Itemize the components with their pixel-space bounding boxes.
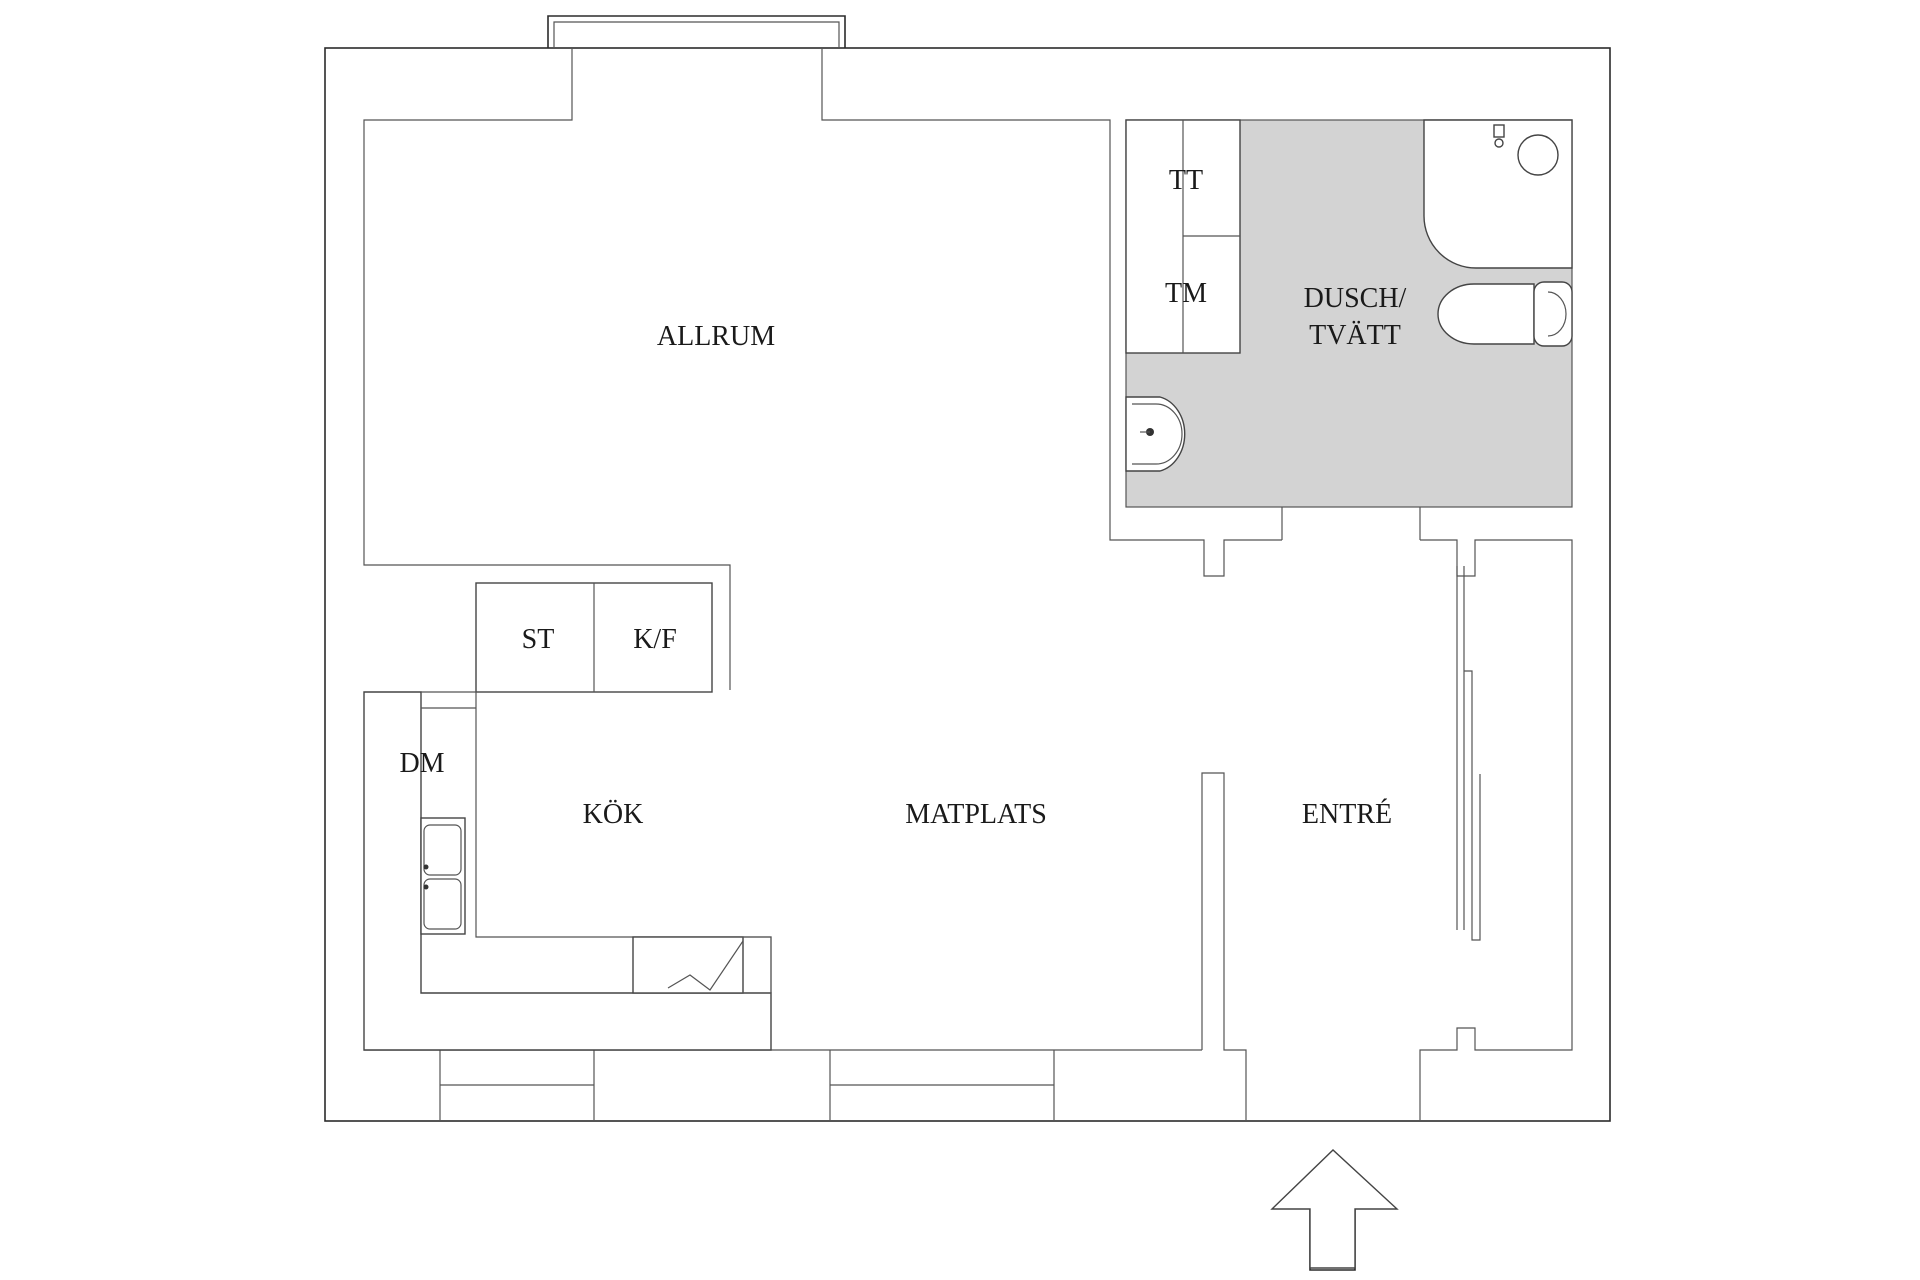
fixture-st-label: ST bbox=[522, 624, 555, 655]
entre-right-wall bbox=[1419, 506, 1573, 1121]
room-entre-label: ENTRÉ bbox=[1302, 799, 1392, 830]
balcony-inner bbox=[553, 21, 840, 48]
fixture-tt-label: TT bbox=[1169, 165, 1203, 196]
interior-walls bbox=[363, 48, 1573, 1121]
outer-walls bbox=[324, 15, 1611, 1122]
allrum-wall bbox=[363, 48, 731, 690]
closet-doors bbox=[1456, 566, 1481, 941]
shower-icon bbox=[1423, 119, 1573, 269]
room-allrum-label: ALLRUM bbox=[657, 321, 775, 352]
room-dusch-label-2: TVÄTT bbox=[1309, 320, 1401, 351]
window-2 bbox=[829, 1050, 1055, 1121]
room-matplats-label: MATPLATS bbox=[905, 799, 1047, 830]
window-1 bbox=[439, 1050, 595, 1121]
fixture-kf-label: K/F bbox=[633, 624, 677, 655]
room-dusch-label-1: DUSCH/ bbox=[1304, 283, 1407, 314]
balcony-outer bbox=[547, 15, 846, 48]
arrow-up-icon bbox=[1270, 1149, 1399, 1269]
allrum-right-wall bbox=[821, 48, 1282, 577]
fixture-dm-label: DM bbox=[399, 748, 444, 779]
entre-left-partition bbox=[1201, 772, 1247, 1121]
room-kok-label: KÖK bbox=[583, 799, 644, 830]
stove-icon bbox=[632, 936, 772, 994]
sink-icon bbox=[1125, 396, 1186, 472]
kitchen: ST K/F DM bbox=[363, 582, 772, 1051]
bathroom: TT TM DUSCH/ TVÄTT bbox=[1125, 119, 1573, 508]
kitchen-sink-icon bbox=[420, 817, 466, 935]
fixture-tm-label: TM bbox=[1165, 278, 1207, 309]
toilet-icon bbox=[1437, 281, 1573, 347]
outer-wall bbox=[324, 47, 1611, 1122]
